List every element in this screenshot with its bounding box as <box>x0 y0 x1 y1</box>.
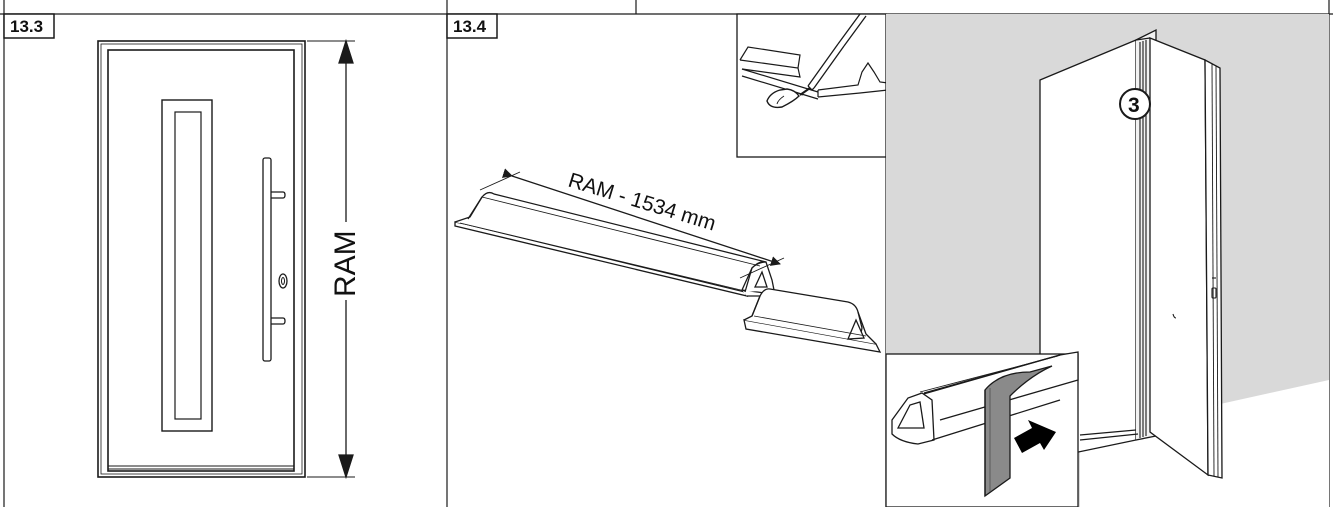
door-leaf <box>1135 37 1223 479</box>
panel-13-3: 13.3 RAM <box>3 13 366 480</box>
ram-dimension-label: RAM <box>329 230 362 297</box>
panel-13-4: 13.4 <box>446 13 889 353</box>
saw-icon <box>766 13 867 109</box>
handle-icon <box>262 157 286 362</box>
panel-label: 13.4 <box>453 17 487 36</box>
callout-3: 3 <box>1119 88 1151 120</box>
panel-label-box: 13.4 <box>446 13 498 39</box>
door-icon <box>97 40 306 478</box>
arrow-icon <box>1014 420 1056 453</box>
saw-inset <box>736 13 889 158</box>
callout-number: 3 <box>1128 94 1140 117</box>
lock-icon <box>1172 277 1217 319</box>
seal-profile-icon <box>891 351 1079 498</box>
lock-icon <box>278 273 288 289</box>
panel-label-box: 13.3 <box>3 13 55 39</box>
panel-label: 13.3 <box>10 17 43 36</box>
seal-profile-icon <box>739 46 889 100</box>
seal-strip-short <box>743 288 882 353</box>
panel-installation: 3 <box>885 14 1329 507</box>
seal-detail-inset <box>885 351 1079 507</box>
cut-length-arrow <box>479 168 785 279</box>
